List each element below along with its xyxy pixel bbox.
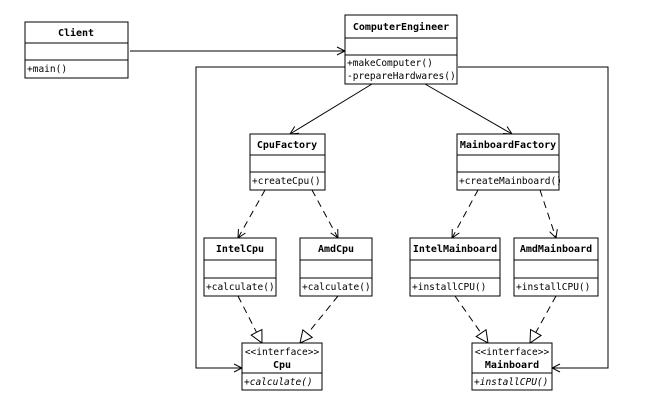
cpufactory-to-intelcpu-dependency: [238, 189, 266, 238]
method: -prepareHardwares(): [347, 71, 456, 82]
class-name: AmdCpu: [318, 244, 354, 255]
class-client: Client +main(): [24, 21, 129, 79]
method: +createMainboard(): [459, 176, 562, 187]
class-name: CpuFactory: [257, 140, 317, 151]
amdcpu-realizes-cpu: [300, 295, 339, 343]
class-cpu-factory: CpuFactory +createCpu(): [249, 133, 326, 191]
method: +main(): [27, 64, 67, 75]
engineer-to-mainboardfactory-association: [424, 83, 512, 134]
method: +installCPU(): [412, 282, 486, 293]
class-name: IntelCpu: [216, 244, 264, 255]
class-mainboard-factory: MainboardFactory +createMainboard(): [456, 133, 562, 191]
class-computer-engineer: ComputerEngineer +makeComputer() -prepar…: [344, 14, 458, 85]
method: +calculate(): [244, 377, 313, 388]
method: +calculate(): [206, 282, 275, 293]
class-name: ComputerEngineer: [353, 21, 449, 33]
class-name: AmdMainboard: [520, 243, 592, 255]
intelmainboard-realizes-mainboard: [454, 295, 488, 343]
stereotype: <<interface>>: [475, 347, 550, 358]
realizations: [237, 295, 557, 343]
stereotype: <<interface>>: [245, 347, 320, 358]
class-name: Cpu: [273, 360, 291, 371]
method: +installCPU(): [516, 282, 590, 293]
factory-dependencies: [238, 189, 556, 238]
class-intel-mainboard: IntelMainboard +installCPU(): [409, 237, 501, 297]
class-name: IntelMainboard: [413, 243, 497, 255]
engineer-to-mainboard-association: [458, 66, 609, 368]
class-name: Client: [58, 27, 94, 39]
cpufactory-to-amdcpu-dependency: [311, 189, 338, 238]
method: +calculate(): [302, 282, 371, 293]
method: +makeComputer(): [347, 58, 433, 69]
engineer-to-cpu-association: [195, 66, 345, 368]
mainboardfactory-to-amdmainboard-dependency: [539, 189, 556, 238]
class-intel-cpu: IntelCpu +calculate(): [203, 237, 277, 297]
method: +installCPU(): [474, 377, 548, 388]
class-amd-cpu: AmdCpu +calculate(): [299, 237, 373, 297]
class-name: Mainboard: [485, 359, 539, 371]
class-name: MainboardFactory: [460, 139, 556, 151]
amdmainboard-realizes-mainboard: [530, 295, 557, 343]
interface-cpu: <<interface>> Cpu +calculate(): [241, 342, 323, 391]
relationships: [130, 51, 609, 368]
engineer-to-cpufactory-association: [290, 83, 373, 134]
mainboardfactory-to-intelmainboard-dependency: [452, 189, 479, 238]
method: +createCpu(): [252, 176, 321, 187]
interface-mainboard: <<interface>> Mainboard +installCPU(): [471, 342, 553, 391]
intelcpu-realizes-cpu: [237, 295, 262, 343]
class-amd-mainboard: AmdMainboard +installCPU(): [513, 237, 599, 297]
